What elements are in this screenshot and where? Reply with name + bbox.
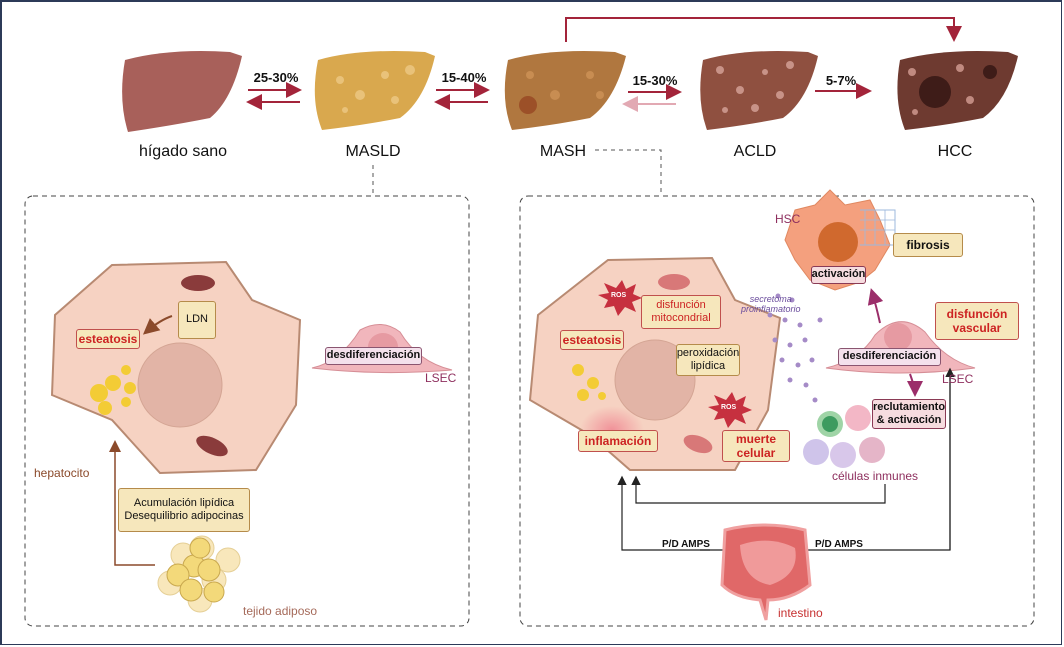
ldn-box: LDN [178,301,216,339]
adipose-tissue-icon [157,535,241,613]
transition-pct: 5-7% [825,73,857,88]
lipid-peroxidation-box: peroxidación lipídica [676,344,740,376]
ros-label: ROS [611,292,627,299]
vascular-dysfunction-box: disfunción vascular [935,302,1019,340]
steatosis-box: esteatosis [76,329,140,349]
death-line-1: muerte [735,431,776,446]
recruit-arrow [906,373,923,397]
stage-label-mash: MASH [539,143,587,160]
steatosis-box: esteatosis [560,330,624,350]
activation-box: activación [811,266,866,284]
perox-line-2: lipídica [690,360,726,372]
cell-death-box: muerte celular [722,430,790,462]
hsc-cell-icon [784,189,896,291]
recruitment-box: reclutamiento & activación [872,399,946,429]
mito-line-2: mitocondrial [651,312,711,324]
transition-pct: 15-30% [632,73,678,88]
intestine-label: intestino [778,606,823,620]
recruit-line-2: & activación [876,414,942,426]
stage-label-acld: ACLD [733,143,777,160]
immune-cells-icon [803,405,885,468]
transition-pct: 25-30% [253,70,299,85]
ros-label: ROS [721,404,737,411]
stage-label-masld: MASLD [345,143,401,160]
intestine-icon [720,523,812,621]
adipose-effect-2: Desequilibrio adipocinas [124,510,244,522]
vascular-line-1: disfunción [946,306,1008,321]
secretome-dots [767,293,823,403]
mitochondrion-icon [658,274,690,290]
pamps-left-line [617,475,710,551]
mito-dysfunction-box: disfunción mitocondrial [641,295,721,329]
inflammation-box: inflamación [578,430,658,452]
ros-burst-icon [598,280,642,316]
liver-hcc-icon [897,51,1018,130]
recruit-line-1: reclutamiento [872,400,946,413]
adipose-effects-box: Acumulación lipídica Desequilibrio adipo… [118,488,250,532]
immune-feedback-line [631,475,886,504]
death-line-2: celular [736,446,776,460]
mito-line-1: disfunción [656,298,706,311]
lsec-nucleus [884,323,912,351]
perox-line-1: peroxidación [676,346,740,359]
immune-cells-label: células inmunes [832,469,919,483]
hepatocyte-label: hepatocito [34,466,90,480]
mitochondrion-icon [196,435,228,457]
transition-arrows [246,17,962,112]
vascular-line-2: vascular [952,321,1002,335]
liver-acld-icon [700,51,818,130]
hsc-label: HSC [775,212,801,226]
fibrosis-box: fibrosis [893,233,963,257]
stage-label-hcc: HCC [937,143,973,160]
stage-label-healthy: hígado sano [138,143,228,160]
liver-healthy-icon [122,51,242,132]
adipose-label: tejido adiposo [243,604,318,618]
mash-connector [595,149,662,195]
activation-arrow [867,288,884,324]
pamps-left-label: P/D AMPS [662,539,710,550]
hepatocyte-cell [50,260,302,475]
lsec-label: LSEC [425,371,457,385]
transition-pct: 15-40% [441,70,487,85]
dedifferentiation-box: desdiferenciación [838,348,941,366]
secretome-line-1: secretoma [749,294,792,304]
ros-burst-icon [708,392,752,428]
mitochondrion-icon [181,275,215,291]
ldn-arrow [142,315,173,335]
adipose-effect-1: Acumulación lipídica [133,496,235,509]
pamps-right-label: P/D AMPS [815,539,863,550]
adipose-arrow [109,440,155,566]
masld-panel [24,195,470,627]
lsec-label: LSEC [942,372,974,386]
liver-masld-icon [314,51,435,130]
secretome-label: secretoma proinflamatorio [741,294,801,315]
secretome-line-2: proinflamatorio [741,304,801,315]
liver-mash-icon [504,51,626,130]
dedifferentiation-box: desdiferenciación [325,347,422,365]
mitochondrion-icon [683,434,713,454]
